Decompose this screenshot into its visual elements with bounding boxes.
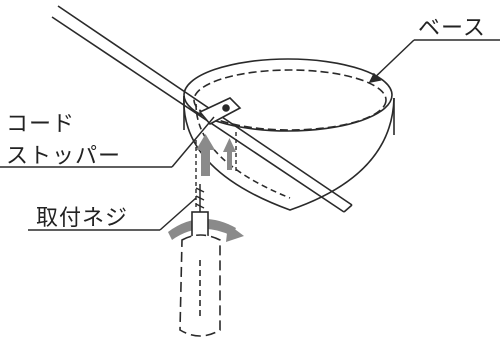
up-arrow-icon: [196, 134, 236, 176]
label-mounting-screw: 取付ネジ: [36, 206, 129, 231]
screwdriver-icon: [179, 211, 221, 337]
base-plate: [183, 58, 395, 211]
screw-icon: [195, 184, 205, 212]
leader-lines: [0, 39, 500, 231]
label-cord-stopper-line2: ストッパー: [6, 144, 122, 169]
ceiling-rod: [51, 5, 353, 213]
cord-stopper: [198, 97, 242, 126]
rotate-arrow-icon: [168, 218, 244, 242]
label-cord-stopper-line1: コード: [6, 112, 76, 137]
label-base: ベース: [418, 16, 486, 41]
